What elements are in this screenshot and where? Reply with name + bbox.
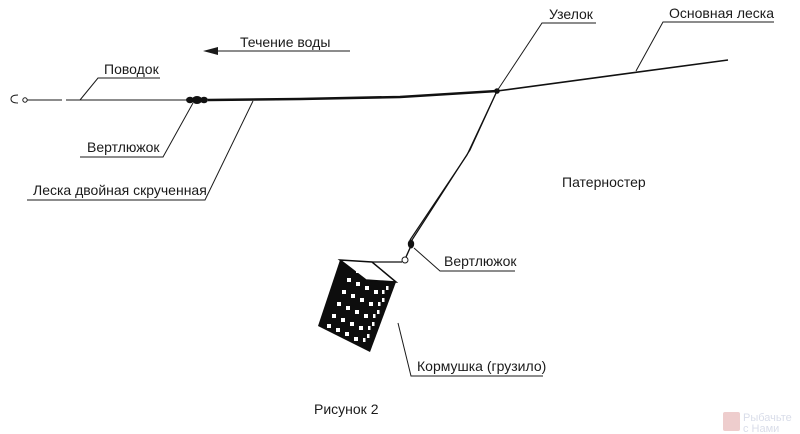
swivel-feeder-icon bbox=[401, 239, 415, 264]
leader-callout bbox=[79, 77, 160, 101]
watermark-line1: Рыбачьте bbox=[743, 412, 792, 424]
knot-callout bbox=[496, 22, 596, 92]
main-line-label: Основная леска bbox=[669, 5, 774, 21]
knot-label: Узелок bbox=[549, 6, 594, 22]
flow-label: Течение воды bbox=[240, 34, 330, 50]
twisted-line-callout bbox=[27, 100, 254, 201]
watermark-line2: с Нами bbox=[743, 423, 779, 434]
twisted-line-label: Леска двойная скрученная bbox=[33, 182, 207, 198]
water-flow-arrow bbox=[203, 47, 350, 55]
figure-caption: Рисунок 2 bbox=[314, 401, 379, 417]
swivel-icon bbox=[186, 96, 208, 104]
paternoster-line-2 bbox=[409, 90, 498, 241]
diagram-title: Патерностер bbox=[562, 174, 646, 190]
swivel-main-label: Вертлюжок bbox=[87, 139, 160, 155]
main-line bbox=[496, 59, 729, 92]
main-line-callout bbox=[635, 21, 774, 72]
feeder-label: Кормушка (грузило) bbox=[417, 358, 546, 374]
watermark: Рыбачьте с Нами bbox=[723, 412, 792, 434]
leader-label: Поводок bbox=[104, 61, 160, 77]
twisted-line bbox=[207, 89, 498, 102]
swivel-main-callout bbox=[80, 102, 194, 158]
swivel-feeder-callout bbox=[413, 247, 515, 272]
watermark-logo-icon bbox=[723, 412, 740, 431]
feeder-cage-icon bbox=[318, 259, 402, 352]
swivel-feeder-label: Вертлюжок bbox=[444, 253, 517, 269]
feeder-callout bbox=[397, 322, 543, 377]
hook-icon bbox=[10, 94, 28, 104]
